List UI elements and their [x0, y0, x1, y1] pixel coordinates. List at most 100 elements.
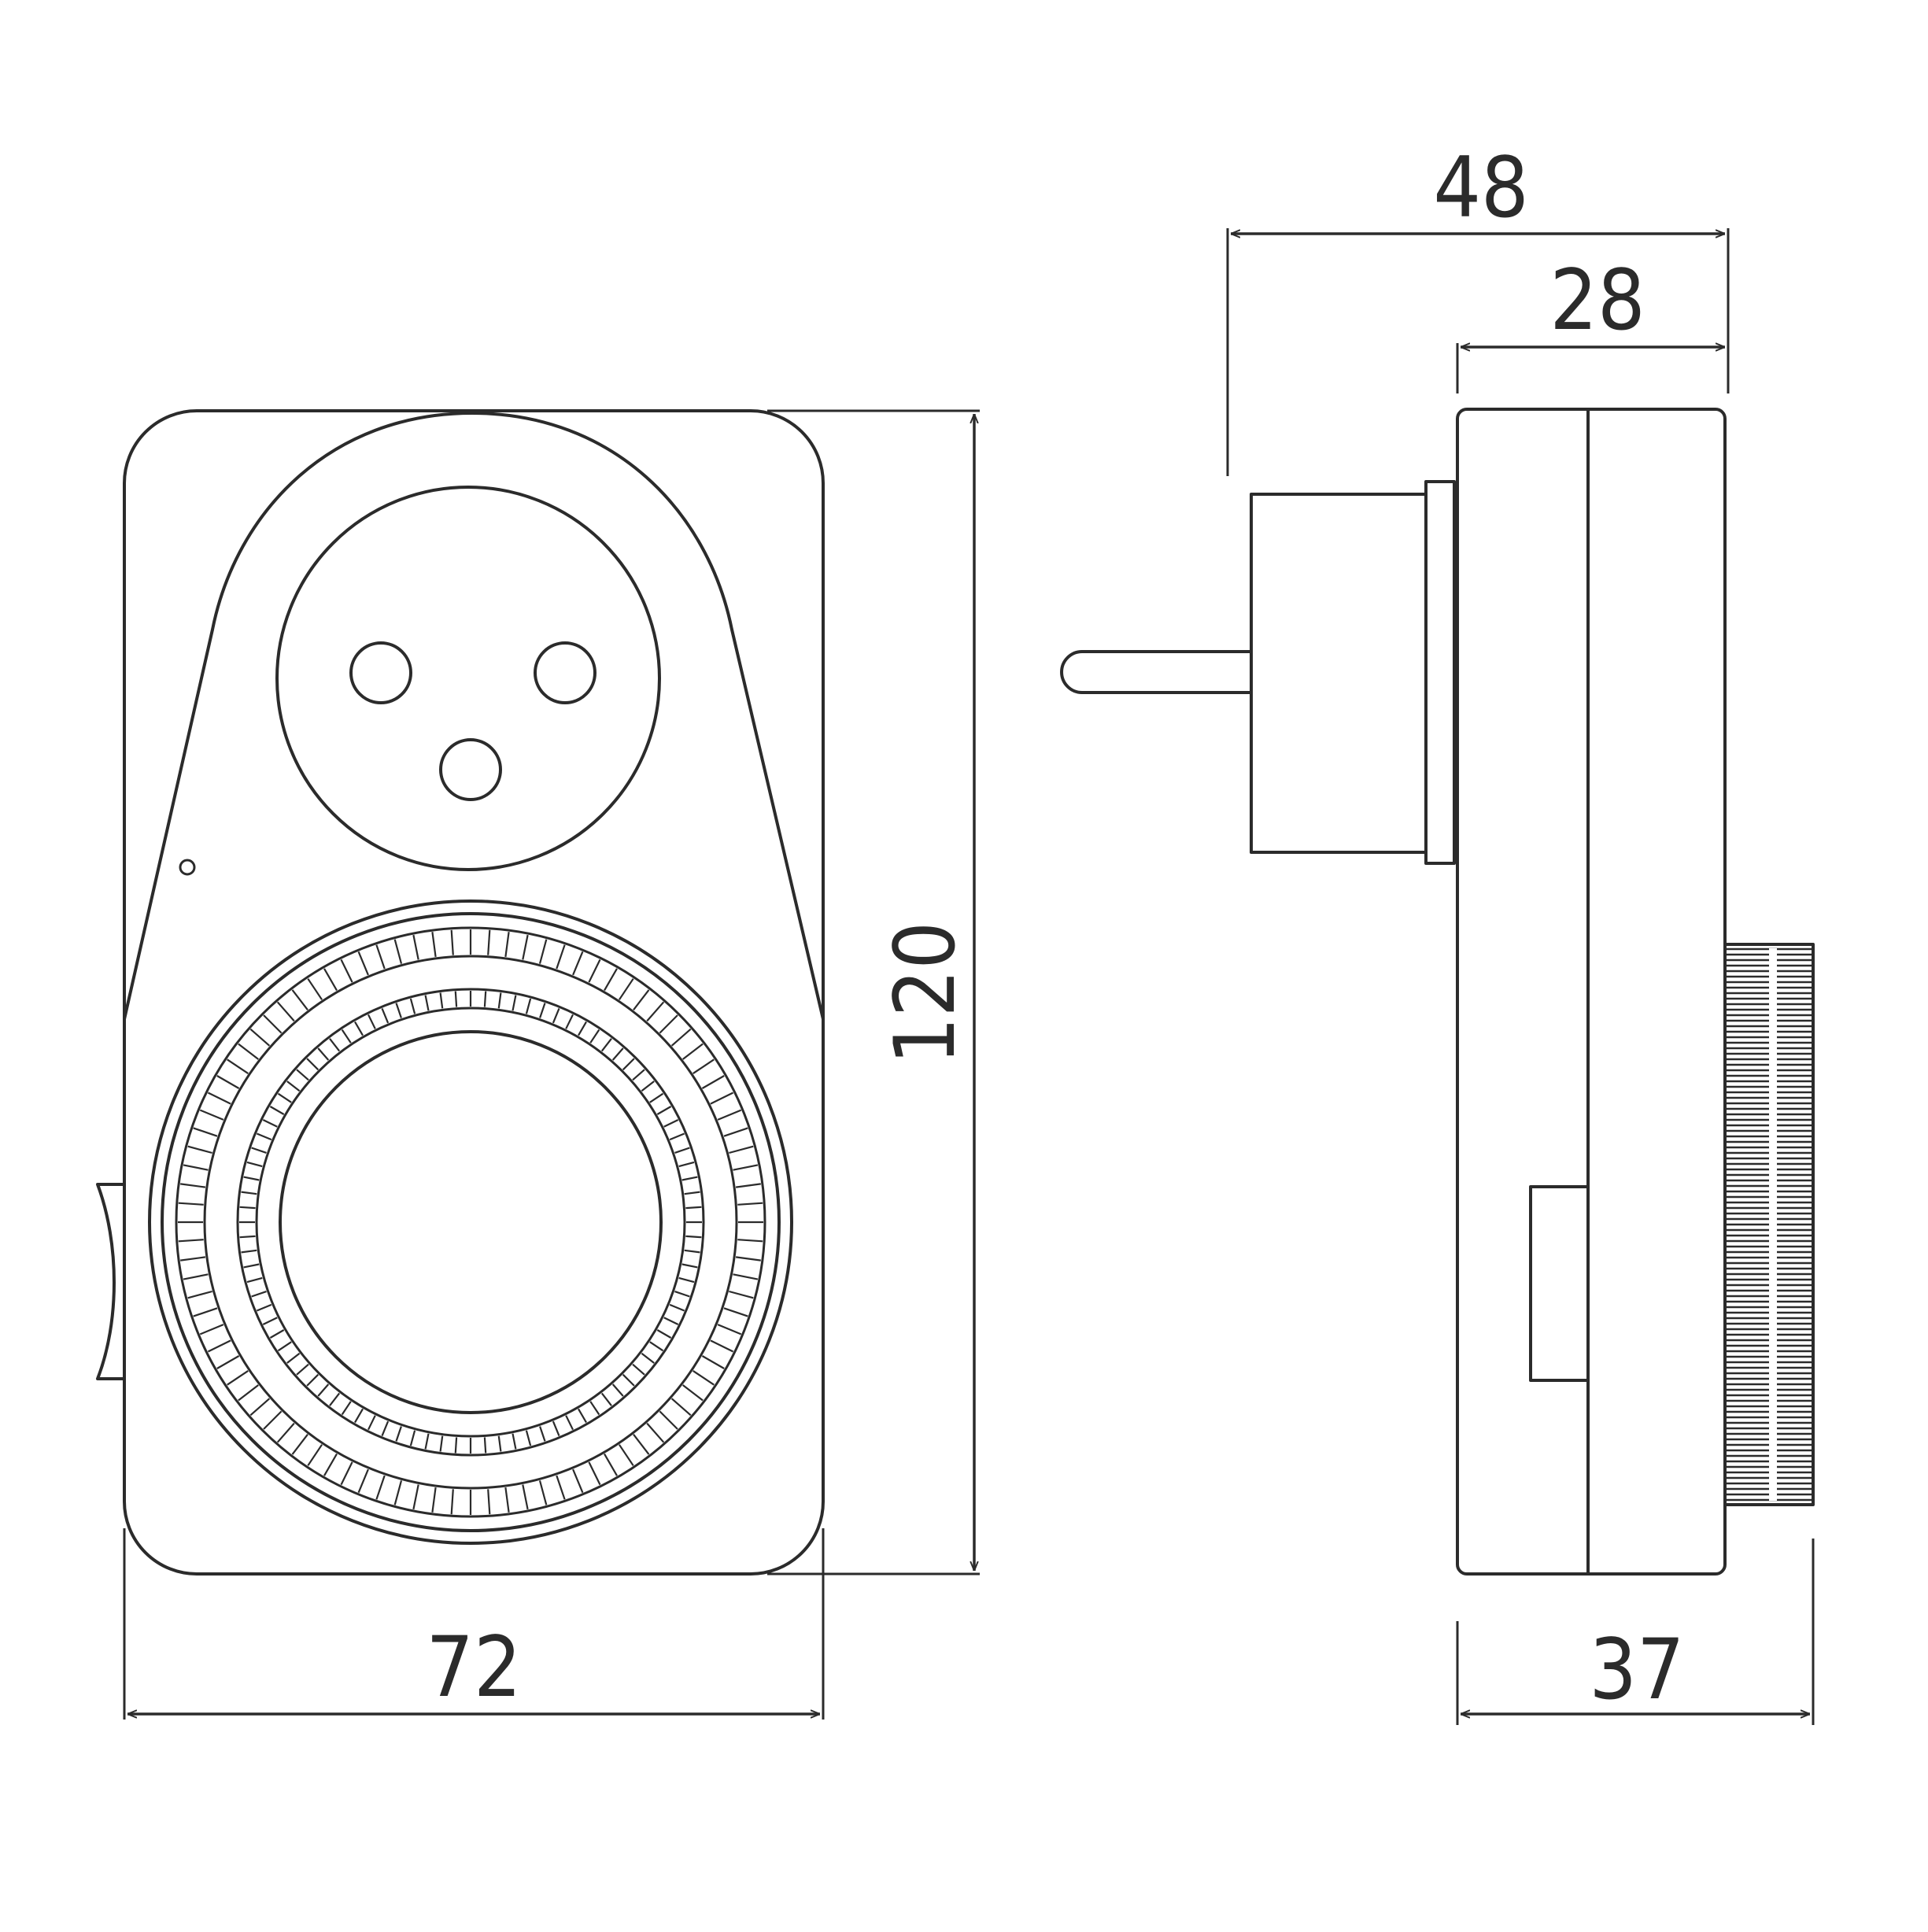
- dial-tick: [241, 1249, 257, 1254]
- front-housing-outline: [123, 409, 825, 1576]
- dial-tick: [723, 1307, 748, 1317]
- dial-tick: [710, 1092, 734, 1105]
- side-dimensions: 48 28 37: [1226, 139, 1815, 1725]
- dial-tick: [604, 968, 618, 992]
- dial-tick: [227, 1369, 249, 1386]
- dial-tick: [238, 1384, 259, 1402]
- dial-tick: [216, 1075, 240, 1089]
- dial-tick: [632, 1069, 645, 1081]
- dial-tick: [375, 1475, 386, 1500]
- dial-tick: [381, 1007, 390, 1024]
- dial-tick: [649, 1092, 664, 1103]
- dial-tick: [693, 1369, 715, 1386]
- dial-tick: [393, 939, 403, 964]
- dial-tick: [276, 1001, 295, 1022]
- dial-tick: [306, 1373, 319, 1387]
- dial-tick: [701, 1075, 725, 1089]
- height-dimension-label: 120: [877, 922, 973, 1065]
- dial-segment-ticks-outer: [178, 929, 763, 1515]
- dial-tick: [633, 1434, 650, 1455]
- dial-tick: [178, 1239, 204, 1243]
- dial-tick: [678, 1276, 695, 1284]
- dial-tick: [216, 1355, 240, 1369]
- dial-tick: [729, 1290, 754, 1299]
- dial-tick: [723, 1127, 748, 1137]
- dial-tick: [733, 1273, 759, 1280]
- dial-tick: [684, 1249, 700, 1254]
- indicator-led-icon: [179, 859, 196, 876]
- plug-base: [1250, 493, 1428, 854]
- dial-tick: [183, 1273, 209, 1280]
- dial-tick: [656, 1329, 672, 1339]
- dial-tick: [487, 1489, 491, 1515]
- dial-tick: [565, 1415, 574, 1431]
- dial-tick: [604, 1453, 618, 1476]
- dial-tick: [632, 1363, 645, 1376]
- dial-tick: [277, 1341, 292, 1352]
- timer-dial: [148, 900, 793, 1545]
- socket-hole-right-icon: [534, 641, 596, 704]
- dial-ring-6: [255, 1007, 686, 1438]
- dial-tick: [525, 998, 532, 1014]
- dial-tick: [669, 1132, 685, 1141]
- dial-tick: [243, 1176, 260, 1181]
- dial-inner-window: [279, 1030, 663, 1414]
- dial-tick: [450, 929, 454, 955]
- dial-tick: [263, 1014, 283, 1034]
- dial-tick: [357, 1468, 369, 1494]
- dial-tick: [633, 989, 650, 1010]
- dial-tick: [589, 1401, 600, 1416]
- dial-tick: [296, 1069, 309, 1081]
- dial-tick: [735, 1256, 761, 1262]
- dial-tick: [572, 951, 584, 976]
- dial-tick: [439, 992, 444, 1009]
- dial-tick: [307, 1444, 323, 1466]
- dial-tick: [717, 1324, 742, 1335]
- dial-tick: [674, 1147, 690, 1154]
- dial-tick: [578, 1021, 587, 1036]
- dial-tick: [341, 1029, 352, 1044]
- dial-tick: [522, 1484, 529, 1510]
- dial-tick: [618, 978, 634, 1000]
- socket-arch-outline: [123, 412, 825, 1021]
- dial-tick: [317, 1383, 330, 1397]
- knurled-dial-ridges: [1727, 948, 1812, 1502]
- dial-tick: [424, 1433, 430, 1450]
- dial-tick: [646, 1001, 665, 1022]
- dial-tick: [180, 1256, 206, 1262]
- dial-tick: [246, 1276, 263, 1284]
- dial-tick: [685, 1235, 702, 1239]
- front-dimensions: 72 120: [123, 409, 980, 1720]
- dial-tick: [684, 1191, 700, 1195]
- dial-tick: [522, 934, 529, 960]
- dial-tick: [552, 1420, 560, 1437]
- dial-outer-ring: [148, 900, 793, 1545]
- dial-tick: [556, 944, 566, 970]
- dial-segment-ticks-inner: [239, 991, 702, 1454]
- dial-ring-3: [175, 926, 766, 1518]
- dial-tick: [277, 1092, 292, 1103]
- dial-tick: [487, 929, 491, 955]
- dial-tick: [710, 1339, 734, 1353]
- dial-tick: [512, 995, 517, 1011]
- dial-tick: [207, 1339, 231, 1353]
- dial-tick: [409, 998, 416, 1014]
- dial-tick: [199, 1109, 224, 1121]
- dial-tick: [354, 1408, 364, 1424]
- dial-ring-5: [236, 988, 705, 1457]
- side-switch-profile: [1529, 1185, 1590, 1382]
- dial-tick: [589, 1029, 600, 1044]
- dial-tick: [735, 1183, 761, 1188]
- dial-tick: [539, 1003, 546, 1018]
- dial-tick: [329, 1392, 341, 1406]
- dial-tick: [497, 992, 502, 1009]
- dial-tick: [243, 1263, 260, 1269]
- dial-depth-dimension-label: 37: [1589, 1621, 1684, 1718]
- dial-tick: [641, 1081, 655, 1092]
- dial-tick: [450, 1489, 454, 1515]
- dial-tick: [737, 1239, 763, 1243]
- dial-tick: [701, 1355, 725, 1369]
- dial-tick: [180, 1183, 206, 1188]
- dial-tick: [600, 1038, 612, 1052]
